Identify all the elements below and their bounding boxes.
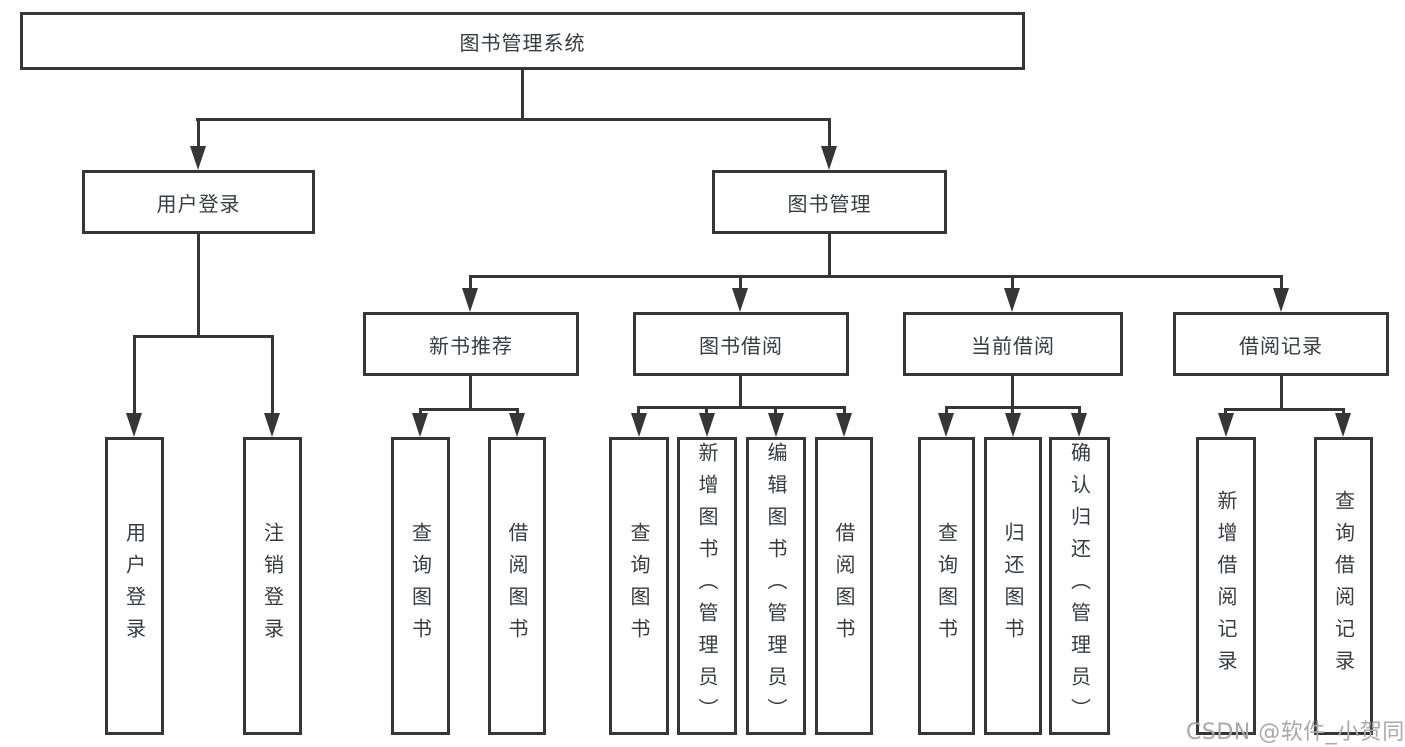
connector-line: [843, 406, 846, 416]
arrowhead: [938, 413, 954, 437]
leaf-user-login: 用户登录: [105, 437, 164, 735]
connector-line: [1280, 376, 1283, 408]
arrowhead: [126, 413, 142, 437]
arrowhead: [412, 413, 428, 437]
arrowhead: [768, 413, 784, 437]
leaf-query-borrow-record-label: 查询借阅记录: [1331, 490, 1356, 682]
connector-line: [1078, 406, 1081, 416]
leaf-confirm-return-admin-label: 确认归还（管理员）: [1067, 442, 1092, 730]
arrowhead: [821, 146, 837, 170]
node-current-borrow: 当前借阅: [903, 312, 1123, 376]
connector-line: [1011, 406, 1014, 416]
node-root-library-management-system: 图书管理系统: [20, 12, 1025, 70]
arrowhead: [1273, 288, 1289, 312]
connector-line: [739, 275, 742, 291]
connector-line: [774, 406, 777, 416]
connector-line: [419, 408, 422, 416]
node-book-management-label: 图书管理: [787, 191, 872, 216]
leaf-edit-book-admin: 编辑图书（管理员）: [746, 437, 806, 735]
leaf-query-book-recommend-label: 查询图书: [408, 522, 433, 650]
node-borrow-records: 借阅记录: [1173, 312, 1389, 376]
leaf-borrow-book-recommend-label: 借阅图书: [505, 522, 529, 650]
leaf-query-book-recommend: 查询图书: [391, 437, 450, 735]
arrowhead: [509, 413, 525, 437]
connector-line: [196, 118, 831, 121]
csdn-watermark: CSDN @软件_小贺同学: [1186, 720, 1405, 745]
leaf-return-book: 归还图书: [984, 437, 1042, 735]
arrowhead: [836, 413, 852, 437]
connector-line: [1224, 408, 1345, 411]
node-user-login-label: 用户登录: [156, 191, 241, 216]
arrowhead: [1335, 413, 1351, 437]
leaf-return-book-label: 归还图书: [1001, 522, 1025, 650]
node-current-borrow-label: 当前借阅: [971, 333, 1055, 358]
leaf-logout: 注销登录: [243, 437, 302, 735]
connector-line: [945, 406, 948, 416]
connector-line: [1342, 408, 1345, 416]
leaf-query-book-current-label: 查询图书: [934, 522, 959, 650]
arrowhead: [1004, 288, 1020, 312]
connector-line: [197, 234, 200, 335]
leaf-user-login-label: 用户登录: [122, 522, 147, 650]
connector-line: [1280, 275, 1283, 291]
connector-line: [705, 406, 708, 416]
connector-line: [516, 408, 519, 416]
leaf-query-borrow-record: 查询借阅记录: [1314, 437, 1373, 735]
arrowhead: [699, 413, 715, 437]
leaf-query-book-borrow: 查询图书: [609, 437, 669, 735]
arrowhead: [1005, 413, 1021, 437]
arrowhead: [462, 288, 478, 312]
node-borrow-records-label: 借阅记录: [1239, 333, 1323, 358]
node-new-book-recommend: 新书推荐: [363, 312, 579, 376]
arrowhead: [1071, 413, 1087, 437]
connector-line: [271, 335, 274, 415]
connector-line: [828, 234, 831, 275]
connector-line: [197, 118, 200, 150]
leaf-logout-label: 注销登录: [260, 522, 285, 650]
leaf-query-book-borrow-label: 查询图书: [627, 522, 651, 650]
node-user-login: 用户登录: [82, 170, 315, 234]
arrowhead: [631, 413, 647, 437]
leaf-add-book-admin: 新增图书（管理员）: [677, 437, 737, 735]
connector-line: [1011, 376, 1014, 406]
arrowhead: [264, 413, 280, 437]
arrowhead: [1218, 413, 1234, 437]
leaf-confirm-return-admin: 确认归还（管理员）: [1049, 437, 1110, 735]
leaf-borrow-book-recommend: 借阅图书: [488, 437, 546, 735]
leaf-add-borrow-record: 新增借阅记录: [1196, 437, 1256, 735]
connector-line: [828, 118, 831, 150]
connector-line: [739, 376, 742, 406]
connector-line: [521, 70, 524, 118]
connector-line: [1224, 408, 1227, 416]
connector-line: [419, 408, 519, 411]
node-book-borrow-label: 图书借阅: [699, 333, 783, 358]
arrowhead: [732, 288, 748, 312]
node-root-label: 图书管理系统: [459, 30, 586, 55]
leaf-query-book-current: 查询图书: [918, 437, 975, 735]
leaf-borrow-book: 借阅图书: [815, 437, 873, 735]
node-book-management: 图书管理: [712, 170, 947, 234]
leaf-borrow-book-label: 借阅图书: [832, 522, 856, 650]
connector-line: [133, 335, 136, 415]
connector-line: [469, 275, 472, 291]
connector-line: [469, 376, 472, 408]
node-book-borrow: 图书借阅: [633, 312, 849, 376]
connector-line: [637, 406, 846, 409]
connector-line: [133, 335, 274, 338]
arrowhead: [190, 146, 206, 170]
leaf-add-book-admin-label: 新增图书（管理员）: [695, 442, 719, 730]
node-new-book-recommend-label: 新书推荐: [429, 333, 513, 358]
connector-line: [1011, 275, 1014, 291]
connector-line: [637, 406, 640, 416]
leaf-edit-book-admin-label: 编辑图书（管理员）: [764, 442, 788, 730]
connector-line: [469, 275, 1283, 278]
leaf-add-borrow-record-label: 新增借阅记录: [1214, 490, 1238, 682]
